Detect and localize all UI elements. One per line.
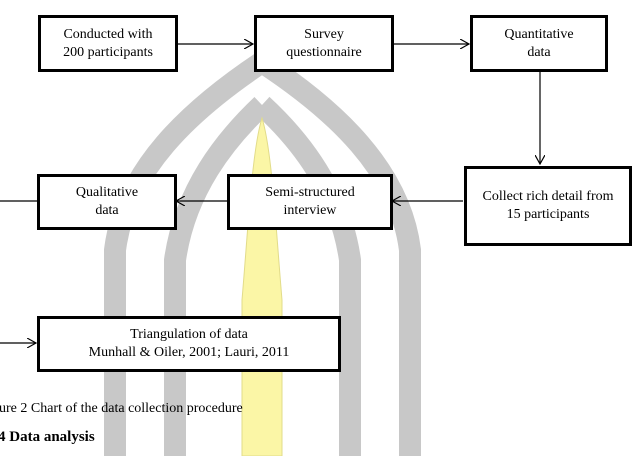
qualitative-box: Qualitative data xyxy=(37,174,177,230)
triangulation-line-2: Munhall & Oiler, 2001; Lauri, 2011 xyxy=(88,345,290,360)
section-heading: 4 Data analysis xyxy=(0,429,95,445)
qualitative-line-2: data xyxy=(95,203,119,218)
semi-line-1: Semi-structured xyxy=(265,185,355,200)
figure-caption: gure 2 Chart of the data collection proc… xyxy=(0,401,243,416)
survey-line-2: questionnaire xyxy=(286,44,362,60)
semi-structured-box: Semi-structured interview xyxy=(227,174,393,230)
quantitative-box: Quantitative data xyxy=(470,15,608,72)
collect-line-2: 15 participants xyxy=(506,207,590,222)
survey-line-1: Survey xyxy=(304,26,344,42)
conducted-box: Conducted with 200 participants xyxy=(38,15,178,72)
triangulation-line-1: Triangulation of data xyxy=(130,327,248,342)
qualitative-line-1: Qualitative xyxy=(75,185,139,200)
survey-box: Survey questionnaire xyxy=(254,15,394,72)
conducted-line-1: Conducted with xyxy=(63,26,153,42)
semi-line-2: interview xyxy=(283,203,337,218)
conducted-line-2: 200 participants xyxy=(63,44,153,60)
collect-line-1: Collect rich detail from xyxy=(482,189,614,204)
quantitative-line-2: data xyxy=(527,44,551,60)
collect-detail-box: Collect rich detail from 15 participants xyxy=(464,166,632,246)
quantitative-line-1: Quantitative xyxy=(504,26,574,42)
triangulation-box: Triangulation of data Munhall & Oiler, 2… xyxy=(37,316,341,372)
